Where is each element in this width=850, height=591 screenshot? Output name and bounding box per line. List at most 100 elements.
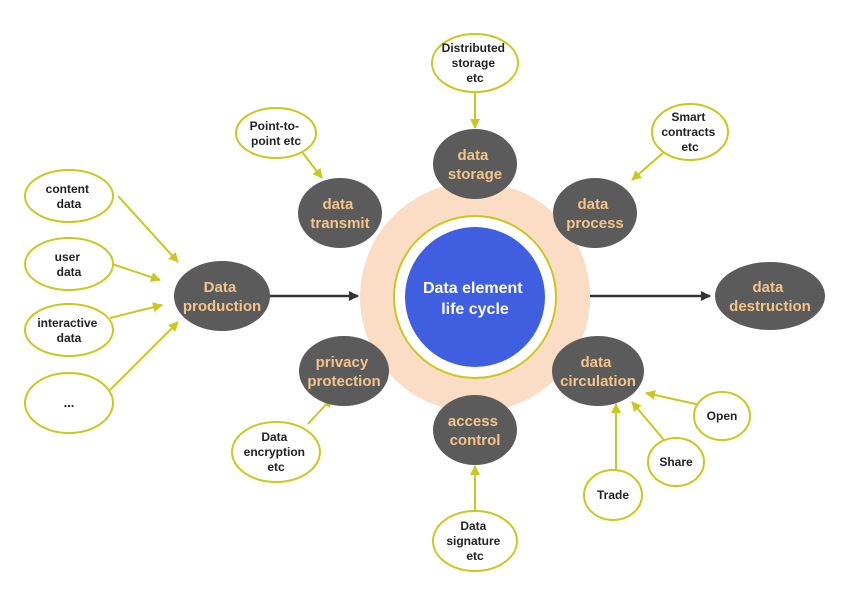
node-shape [433, 395, 517, 465]
node-label-line-2: control [450, 432, 501, 449]
connector-content-to-production [117, 195, 179, 263]
bubble-shape [583, 469, 643, 521]
bubble-share: Share [647, 437, 705, 487]
bubble-open: Open [693, 391, 751, 441]
node-data-process: data process [553, 178, 637, 248]
center-line-2: life cycle [441, 301, 509, 318]
bubble-shape [647, 437, 705, 487]
bubble-line-1: Open [707, 409, 738, 423]
bubble-line-2: data [57, 331, 82, 345]
bubble-line-2: encryption [244, 445, 305, 459]
bubble-line-1: user [55, 250, 81, 264]
node-shape [715, 262, 825, 330]
bubble-trade: Trade [583, 469, 643, 521]
bubble-interactive-data: interactive data [24, 303, 114, 357]
node-shape [298, 178, 382, 248]
bubble-shape [24, 303, 114, 357]
bubble-point-to-point: Point-to- point etc [235, 107, 317, 159]
bubble-line-1: Point-to- [250, 119, 299, 133]
bubble-smart-contracts: Smart contracts etc [651, 103, 729, 161]
bubble-line-1: Trade [597, 488, 629, 502]
svg-text:data circulation: data circulation [560, 354, 636, 390]
bubble-shape [231, 421, 321, 483]
node-label-line-2: circulation [560, 373, 636, 390]
bubble-shape [24, 169, 114, 223]
svg-text:Distributed storage: Distributed storage etc [442, 41, 509, 85]
connector-dots-to-production [109, 321, 179, 391]
bubble-line-2: contracts [661, 125, 715, 139]
node-label-line-2: destruction [729, 298, 811, 315]
bubble-line-2: data [57, 265, 82, 279]
center-line-1: Data element [423, 280, 523, 297]
connector-smart-to-process [631, 151, 665, 181]
bubble-shape [693, 391, 751, 441]
bubble-line-2: data [57, 197, 82, 211]
bubble-line-2: storage [452, 56, 496, 70]
node-data-destruction: data destruction [715, 262, 825, 330]
node-label-line-1: privacy [316, 354, 369, 371]
bubble-line-2: signature [446, 534, 500, 548]
node-label-line-1: access [448, 413, 498, 430]
bubble-line-3: etc [681, 140, 699, 154]
node-label-line-2: transmit [310, 215, 369, 232]
svg-text:data destruction: data destruction [729, 279, 811, 315]
svg-text:access control: access control [448, 413, 502, 449]
bubble-shape [235, 107, 317, 159]
svg-text:privacy protection: privacy protection [307, 354, 380, 390]
connector-open-to-circulation [645, 390, 701, 406]
svg-text:content data: content data [46, 182, 93, 211]
node-data-transmit: data transmit [298, 178, 382, 248]
svg-text:user data: user data [55, 250, 84, 279]
node-shape [553, 178, 637, 248]
svg-text:Data encryption et: Data encryption etc [244, 430, 309, 474]
node-shape [299, 336, 389, 406]
node-label-line-1: data [580, 354, 612, 371]
svg-text:Data production: Data production [183, 279, 261, 315]
bubble-line-2: point etc [251, 134, 301, 148]
bubble-shape [24, 372, 114, 434]
node-data-production: Data production [174, 261, 270, 331]
bubble-line-3: etc [466, 549, 484, 563]
bubble-line-1: Share [659, 455, 693, 469]
bubble-line-1: Smart [671, 110, 705, 124]
node-label-line-1: data [752, 279, 784, 296]
node-label-line-1: data [577, 196, 609, 213]
center-core [405, 227, 545, 367]
node-label-line-1: data [457, 147, 489, 164]
node-label-line-1: data [322, 196, 354, 213]
node-label-line-2: process [566, 215, 624, 232]
bubble-line-1: ... [64, 395, 75, 410]
node-label-line-2: production [183, 298, 261, 315]
connector-share-to-circulation [631, 401, 665, 441]
bubble-shape [432, 510, 518, 572]
center-title: Data element life cycle [423, 280, 527, 318]
node-label-line-2: storage [448, 166, 502, 183]
bubble-line-1: Data [261, 430, 287, 444]
bubble-shape [24, 237, 114, 291]
node-shape [552, 336, 644, 406]
bubble-user-data: user data [24, 237, 114, 291]
svg-text:data transmit: data transmit [310, 196, 369, 232]
bubble-data-signature: Data signature etc [432, 510, 518, 572]
bubble-data-encryption: Data encryption etc [231, 421, 321, 483]
svg-text:Point-to- point etc: Point-to- point etc [250, 119, 303, 148]
bubble-line-1: Distributed [442, 41, 505, 55]
bubble-line-3: etc [466, 71, 484, 85]
bubble-distributed-storage: Distributed storage etc [431, 33, 519, 93]
svg-text:interactive data: interactive data [37, 316, 100, 345]
connector-p2p-to-transmit [301, 151, 323, 179]
node-shape [174, 261, 270, 331]
node-label-line-1: Data [204, 279, 237, 296]
connector-user-to-production [111, 263, 161, 282]
node-access-control: access control [433, 395, 517, 465]
node-data-circulation: data circulation [552, 336, 644, 406]
bubble-line-1: content [46, 182, 89, 196]
bubble-content-data: content data [24, 169, 114, 223]
svg-text:Smart contracts et: Smart contracts etc [661, 110, 718, 154]
bubble-shape [431, 33, 519, 93]
svg-text:data process: data process [566, 196, 624, 232]
node-label-line-2: protection [307, 373, 380, 390]
node-privacy-protection: privacy protection [299, 336, 389, 406]
bubble-shape [651, 103, 729, 161]
